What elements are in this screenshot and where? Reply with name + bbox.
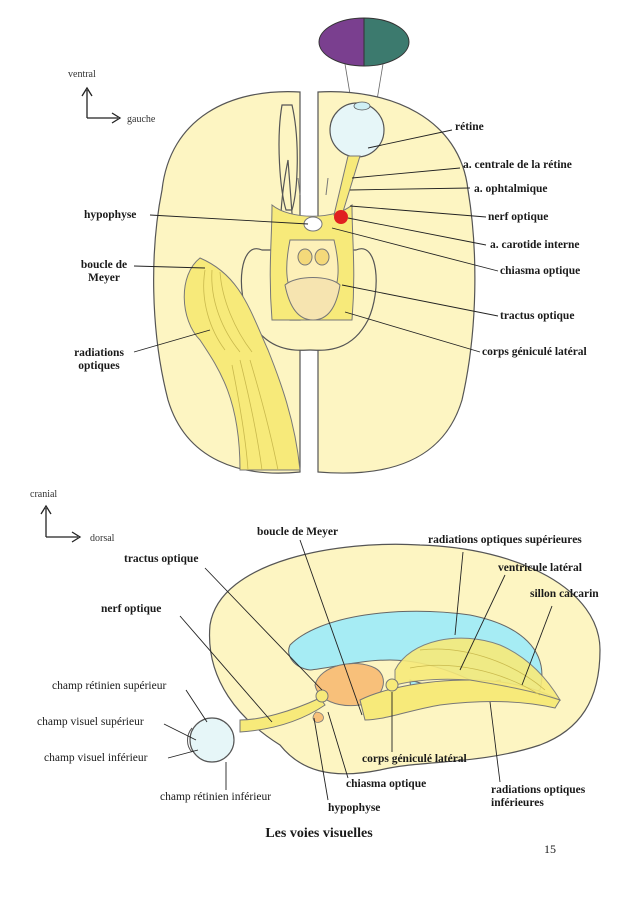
- axis-label-ventral: ventral: [68, 69, 96, 80]
- label-arteria-ophtalmique: a. ophtalmique: [474, 183, 548, 195]
- label-hypophyse-side: hypophyse: [328, 802, 381, 814]
- brain-sagittal: [208, 543, 601, 775]
- label-tractus-side: tractus optique: [124, 553, 199, 565]
- carotid-dot: [334, 210, 348, 224]
- axis-label-dorsal: dorsal: [90, 533, 115, 544]
- leader-lines-bottom: [163, 539, 553, 801]
- label-nerf-optique-side: nerf optique: [101, 603, 162, 615]
- label-radiations-sup: radiations optiques supérieures: [428, 534, 582, 546]
- page-number: 15: [544, 842, 556, 856]
- label-hypophyse-top: hypophyse: [84, 209, 137, 221]
- label-sillon: sillon calcarin: [530, 588, 599, 600]
- axis-label-cranial: cranial: [30, 489, 58, 500]
- label-corps-genicule-top: corps géniculé latéral: [482, 346, 587, 358]
- label-chiasma-side: chiasma optique: [346, 778, 427, 790]
- label-radiations-top: radiations optiques: [66, 347, 132, 373]
- label-champ-visuel-sup: champ visuel supérieur: [37, 716, 144, 728]
- chiasma-region: [269, 177, 355, 321]
- axis-ventral-gauche: [81, 86, 122, 124]
- eye-axial: [329, 101, 385, 216]
- label-retine: rétine: [455, 121, 484, 133]
- label-corps-genicule-side: corps géniculé latéral: [362, 753, 467, 765]
- optic-radiations-axial: [183, 257, 301, 471]
- label-carotide: a. carotide interne: [490, 239, 580, 251]
- label-chiasma-top: chiasma optique: [500, 265, 581, 277]
- label-champ-visuel-inf: champ visuel inférieur: [44, 752, 148, 764]
- leader-lines-top: [133, 129, 499, 353]
- eye-sagittal: [187, 717, 235, 763]
- label-tractus-top: tractus optique: [500, 310, 575, 322]
- figure-caption: Les voies visuelles: [265, 826, 373, 841]
- label-radiations-inf-line1: radiations optiques: [491, 784, 586, 796]
- label-boucle-meyer-side: boucle de Meyer: [257, 526, 339, 538]
- label-arteria-centrale: a. centrale de la rétine: [463, 159, 572, 171]
- label-radiations-inf: radiations optiques inférieures: [491, 784, 585, 810]
- label-radiations-top-line2: optiques: [78, 360, 120, 372]
- label-champ-retinien-inf: champ rétinien inférieur: [160, 791, 272, 803]
- label-ventricule: ventricule latéral: [498, 562, 582, 574]
- axis-cranial-dorsal: [40, 504, 82, 543]
- label-champ-retinien-sup: champ rétinien supérieur: [52, 680, 167, 692]
- label-radiations-inf-line2: inférieures: [491, 797, 544, 809]
- label-radiations-top-line1: radiations: [74, 347, 124, 359]
- label-boucle-meyer-top-line1: boucle de: [80, 259, 128, 271]
- visual-field: [318, 17, 410, 107]
- axis-label-gauche: gauche: [127, 114, 156, 125]
- label-nerf-optique-top: nerf optique: [488, 211, 549, 223]
- label-boucle-meyer-top-line2: Meyer: [88, 272, 120, 284]
- label-boucle-meyer-top: boucle de Meyer: [74, 259, 134, 285]
